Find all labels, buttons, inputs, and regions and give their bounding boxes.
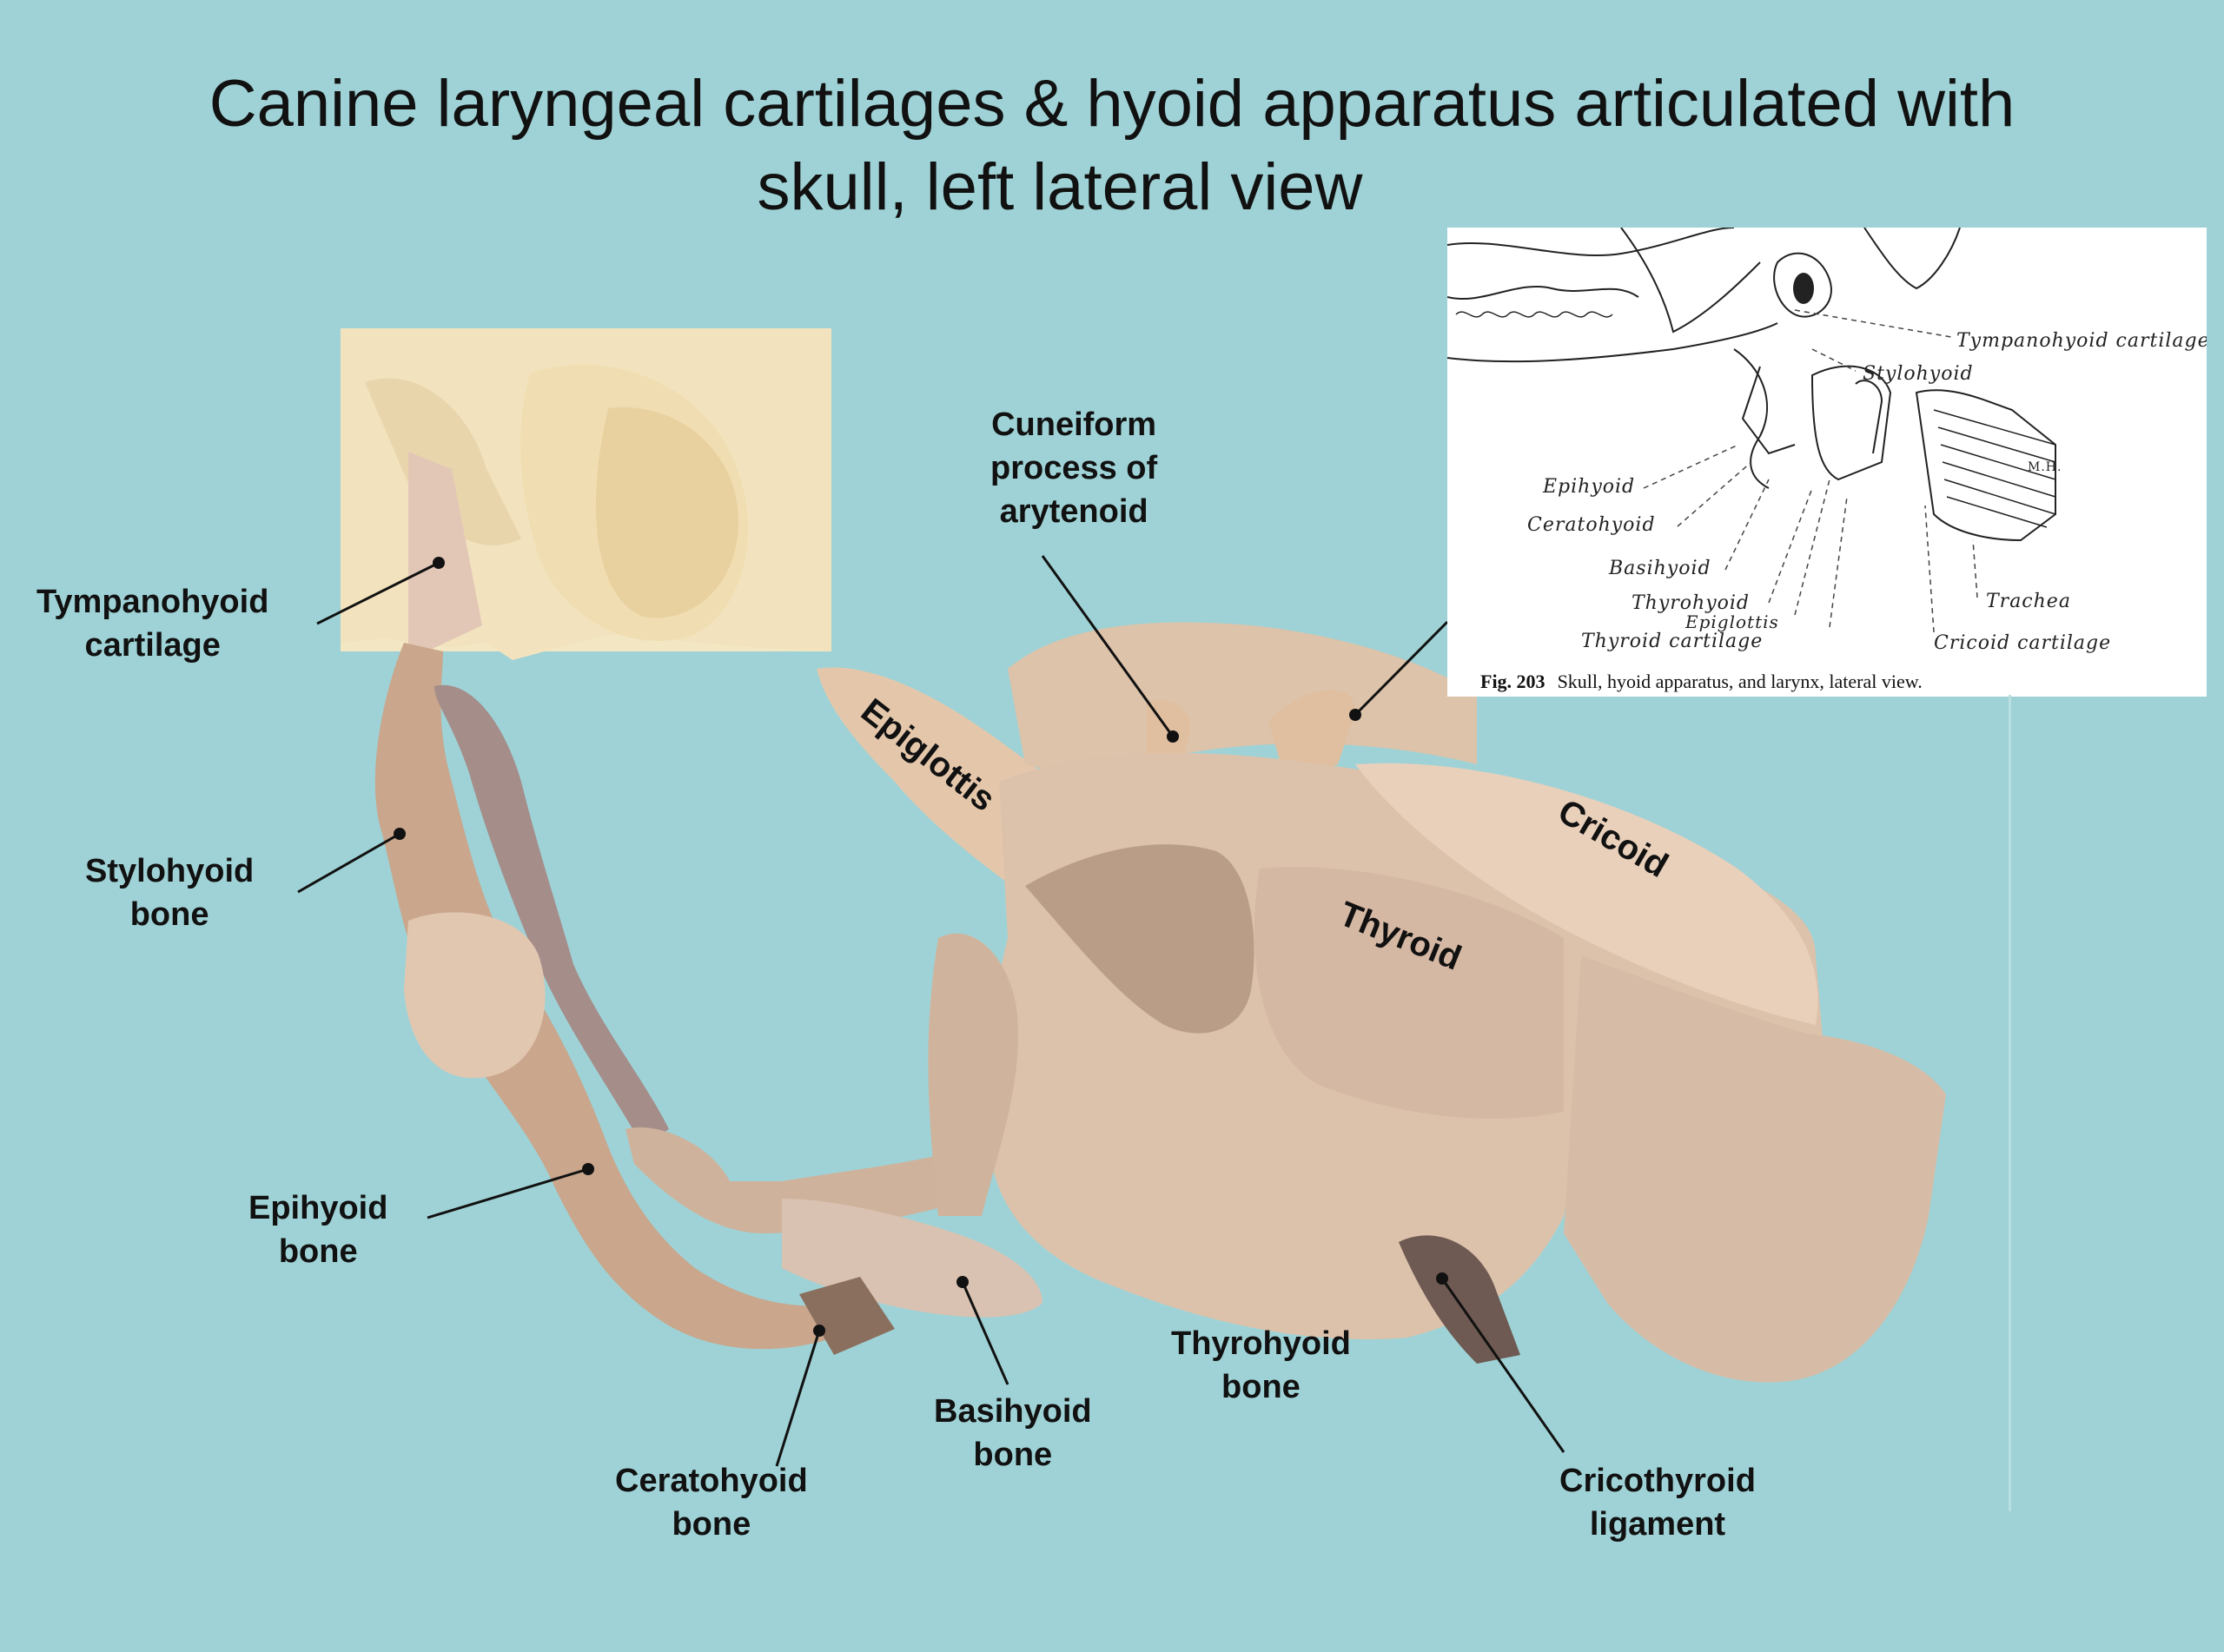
leader-tympanohyoid <box>316 561 440 625</box>
skull-fragment <box>341 328 831 660</box>
inset-label-thyrohyoid: Thyrohyoid <box>1632 592 1750 614</box>
inset-artist-initials: M.H. <box>2028 460 2062 474</box>
label-tympanohyoid-cartilage: Tympanohyoid cartilage <box>36 580 268 667</box>
leader-epihyoid <box>427 1167 589 1219</box>
label-ceratohyoid-line-1: Ceratohyoid <box>615 1463 808 1499</box>
inset-caption: Fig. 203 Skull, hyoid apparatus, and lary… <box>1480 671 1923 693</box>
leader-stylohyoid <box>297 832 400 894</box>
inset-caption-text: Skull, hyoid apparatus, and larynx, late… <box>1557 671 1923 692</box>
label-tympanohyoid-line-1: Tympanohyoid <box>36 584 269 620</box>
label-stylohyoid-line-2: bone <box>129 896 209 933</box>
leader-inset-pointer <box>1354 620 1449 717</box>
label-thyrohyoid-line-2: bone <box>1221 1369 1301 1405</box>
inset-reference-figure: Tympanohyoid cartilage Stylohyoid Epihyo… <box>1447 228 2207 697</box>
inset-label-epiglottis: Epiglottis <box>1685 611 1779 632</box>
label-ceratohyoid-line-2: bone <box>672 1506 751 1543</box>
inset-label-epihyoid: Epihyoid <box>1543 476 1636 498</box>
slide-title-line-2: skull, left lateral view <box>757 150 1363 224</box>
inset-label-basihyoid: Basihyoid <box>1609 558 1711 579</box>
leader-ceratohyoid <box>775 1330 821 1467</box>
label-cuneiform-line-2: process of <box>990 450 1158 486</box>
label-cuneiform-process: Cuneiform process of arytenoid <box>990 403 1157 533</box>
inset-label-stylohyoid: Stylohyoid <box>1863 363 1974 385</box>
label-cuneiform-line-1: Cuneiform <box>991 406 1157 443</box>
label-cuneiform-line-3: arytenoid <box>999 493 1148 530</box>
label-cricothyroid-ligament: Cricothyroid ligament <box>1559 1459 1756 1546</box>
label-cricothyroid-line-1: Cricothyroid <box>1559 1463 1756 1499</box>
inset-caption-figure-number: Fig. 203 <box>1480 671 1546 692</box>
leader-basihyoid <box>961 1281 1009 1385</box>
inset-label-tympanohyoid: Tympanohyoid cartilage <box>1956 330 2207 352</box>
label-ceratohyoid-bone: Ceratohyoid bone <box>615 1459 808 1546</box>
slide-title-line-1: Canine laryngeal cartilages & hyoid appa… <box>208 67 2016 141</box>
label-stylohyoid-line-1: Stylohyoid <box>85 853 255 889</box>
label-stylohyoid-bone: Stylohyoid bone <box>85 849 254 936</box>
hyoid-apparatus <box>374 643 1042 1355</box>
label-basihyoid-bone: Basihyoid bone <box>934 1390 1092 1477</box>
label-epihyoid-bone: Epihyoid bone <box>248 1186 387 1273</box>
inset-drawing <box>1447 228 2056 633</box>
leader-dots <box>394 557 1448 1337</box>
label-epihyoid-line-1: Epihyoid <box>248 1190 388 1226</box>
label-epihyoid-line-2: bone <box>278 1233 358 1270</box>
leader-lines <box>297 555 1565 1467</box>
leader-cuneiform <box>1041 555 1175 737</box>
inset-label-ceratohyoid: Ceratohyoid <box>1527 514 1656 536</box>
label-cricothyroid-line-2: ligament <box>1589 1506 1726 1543</box>
label-tympanohyoid-line-2: cartilage <box>84 627 221 664</box>
inset-label-thyroid-cartilage: Thyroid cartilage <box>1581 631 1764 652</box>
inset-label-cricoid-cartilage: Cricoid cartilage <box>1934 632 2112 654</box>
label-basihyoid-line-1: Basihyoid <box>934 1393 1092 1430</box>
label-thyrohyoid-line-1: Thyrohyoid <box>1171 1325 1351 1362</box>
label-thyrohyoid-bone: Thyrohyoid bone <box>1171 1322 1351 1409</box>
slide-divider-line <box>2009 695 2011 1511</box>
leader-cricothyroid <box>1440 1278 1565 1453</box>
label-basihyoid-line-2: bone <box>973 1437 1053 1473</box>
larynx <box>817 622 1946 1383</box>
inset-label-trachea: Trachea <box>1986 591 2071 612</box>
